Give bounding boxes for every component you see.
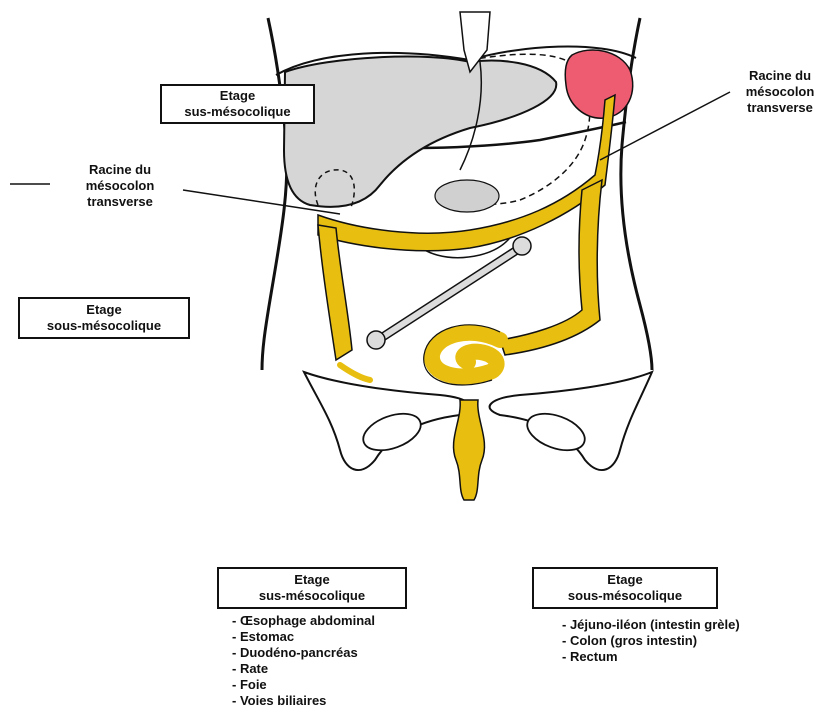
small-intestine-end-top — [513, 237, 531, 255]
lower-level-line2: sous-mésocolique — [20, 318, 188, 334]
upper-level-box: Etage sus-mésocolique — [160, 84, 315, 124]
legend-sous-title-box: Etage sous-mésocolique — [532, 567, 718, 609]
lower-level-box: Etage sous-mésocolique — [18, 297, 190, 339]
lower-level-line1: Etage — [20, 302, 188, 318]
upper-level-line2: sus-mésocolique — [162, 104, 313, 120]
list-item: - Rate — [232, 661, 375, 677]
pancreas — [435, 180, 499, 212]
list-item: - Œsophage abdominal — [232, 613, 375, 629]
mesocolon-label-right: Racine du mésocolon transverse — [725, 68, 835, 116]
list-item: - Rectum — [562, 649, 740, 665]
list-item: - Voies biliaires — [232, 693, 375, 709]
list-item: - Jéjuno-iléon (intestin grèle) — [562, 617, 740, 633]
legend-sus-list: - Œsophage abdominal - Estomac - Duodéno… — [232, 613, 375, 709]
upper-level-line1: Etage — [162, 88, 313, 104]
mesocolon-label-left: Racine du mésocolon transverse — [55, 162, 185, 210]
small-intestine-end-bottom — [367, 331, 385, 349]
ascending-colon — [318, 225, 352, 360]
list-item: - Duodéno-pancréas — [232, 645, 375, 661]
spleen — [565, 50, 632, 118]
liver — [284, 57, 556, 207]
legend-sous-list: - Jéjuno-iléon (intestin grèle) - Colon … — [562, 617, 740, 665]
list-item: - Colon (gros intestin) — [562, 633, 740, 649]
list-item: - Estomac — [232, 629, 375, 645]
appendix — [340, 365, 370, 380]
legend-sus-title-box: Etage sus-mésocolique — [217, 567, 407, 609]
sigmoid-colon — [432, 333, 500, 377]
list-item: - Foie — [232, 677, 375, 693]
